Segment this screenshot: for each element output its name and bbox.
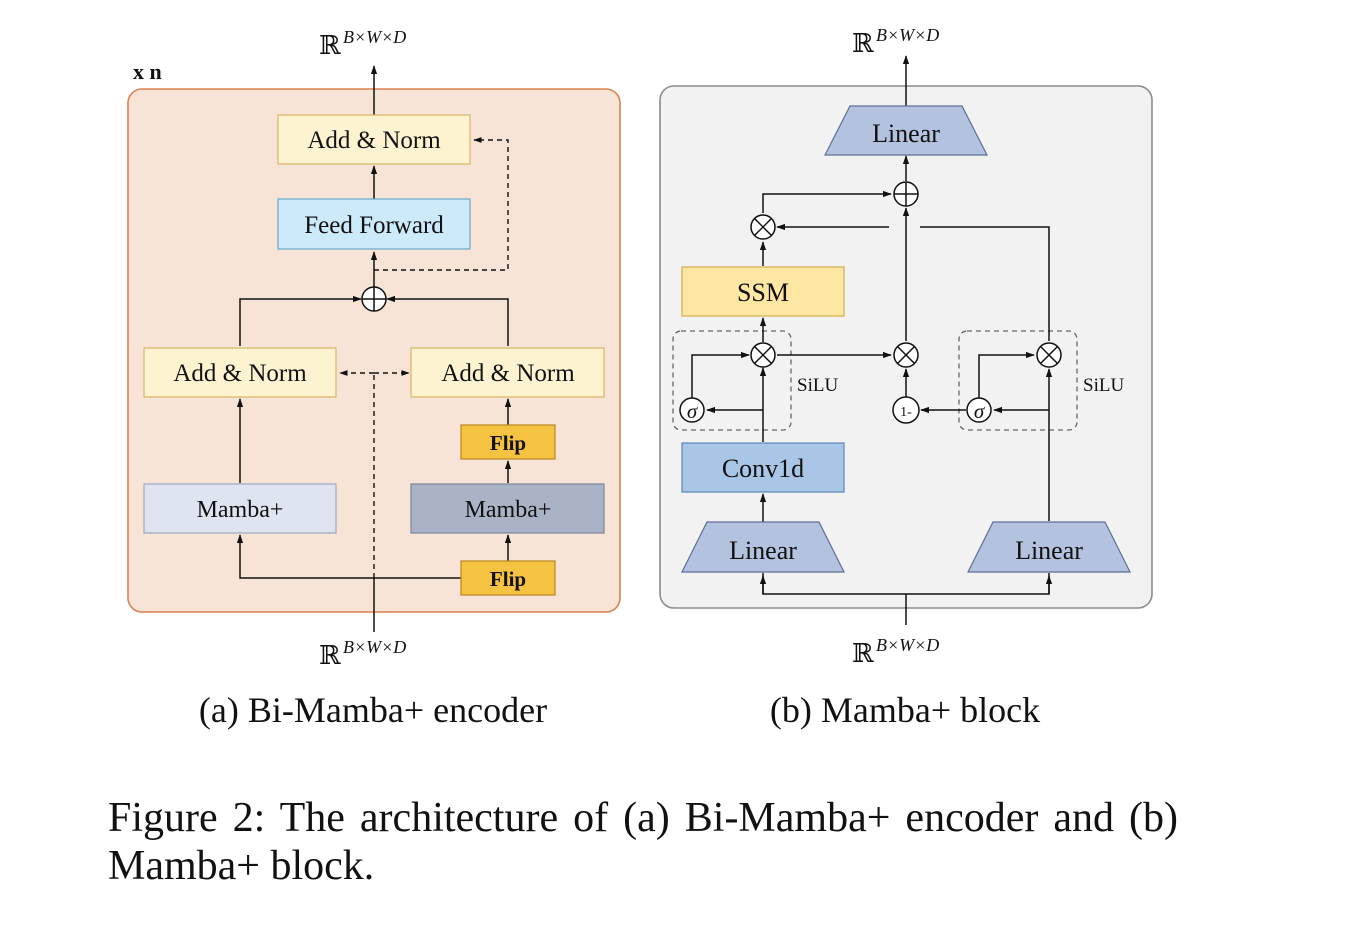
panel-b-mamba-block: ℝ B×W×D ℝ B×W×D SiLU SiLU [659,25,1153,730]
silu-left-label: SiLU [797,375,838,396]
flip-bottom-block: Flip [460,560,556,596]
svg-text:Linear: Linear [729,536,797,565]
add-norm-top: Add & Norm [277,114,471,165]
add-circle [361,286,387,312]
silu-left-group [672,330,792,431]
shape-base: ℝ [319,641,341,670]
panel-a-connectors [236,65,512,632]
svg-text:Flip: Flip [490,567,526,591]
shape-base: ℝ [852,639,874,668]
shape-base: ℝ [852,29,874,58]
mamba-right-block: Mamba+ [410,483,605,534]
svg-text:Linear: Linear [872,119,940,148]
svg-text:Flip: Flip [490,431,526,455]
multiply-circle-top [750,214,776,240]
panel-a-input-shape: ℝ B×W×D [319,637,406,670]
ssm-block: SSM [681,266,845,317]
svg-text:Linear: Linear [1015,536,1083,565]
svg-text:σ: σ [974,399,986,423]
sigma-right-circle: σ [966,397,992,423]
svg-text:Feed Forward: Feed Forward [304,212,444,239]
flip-top-block: Flip [460,424,556,460]
shape-exponent: B×W×D [343,27,406,47]
shape-exponent: B×W×D [343,637,406,657]
svg-text:Add & Norm: Add & Norm [441,360,575,387]
svg-text:Add & Norm: Add & Norm [173,360,307,387]
panel-b-output-shape: ℝ B×W×D [852,25,939,58]
panel-a-bi-mamba-encoder: x n ℝ B×W×D ℝ B×W×D [127,27,621,730]
architecture-diagram: x n ℝ B×W×D ℝ B×W×D [127,25,1153,730]
panel-a-subcaption: (a) Bi-Mamba+ encoder [199,690,547,730]
multiply-circle-left [750,342,776,368]
svg-text:Mamba+: Mamba+ [465,497,552,523]
one-minus-circle: 1- [892,396,920,424]
sigma-left-circle: σ [679,397,705,423]
multiply-circle-middle [893,342,919,368]
shape-base: ℝ [319,31,341,60]
linear-right-block: Linear [967,521,1131,573]
add-norm-left: Add & Norm [143,347,337,398]
linear-top-block: Linear [824,105,988,156]
mamba-left-block: Mamba+ [143,483,337,534]
panel-b-subcaption: (b) Mamba+ block [770,690,1040,730]
add-circle [893,181,919,207]
svg-text:SSM: SSM [737,278,789,307]
svg-text:1-: 1- [900,405,912,420]
panel-b-connectors [691,55,1053,625]
linear-left-block: Linear [681,521,845,573]
svg-text:σ: σ [687,399,699,423]
svg-text:Mamba+: Mamba+ [197,497,284,523]
multiply-circle-right [1036,342,1062,368]
add-norm-right: Add & Norm [410,347,605,398]
feed-forward-block: Feed Forward [277,198,471,250]
silu-right-label: SiLU [1083,375,1124,396]
conv1d-block: Conv1d [681,442,845,493]
panel-a-output-shape: ℝ B×W×D [319,27,406,60]
panel-a-dashed-connectors [339,137,509,578]
shape-exponent: B×W×D [876,635,939,655]
svg-text:Conv1d: Conv1d [722,454,804,483]
panel-b-input-shape: ℝ B×W×D [852,635,939,668]
silu-right-group [958,330,1078,431]
shape-exponent: B×W×D [876,25,939,45]
figure-caption: Figure 2: The architecture of (a) Bi-Mam… [108,795,1178,889]
repeat-label: x n [133,59,162,84]
svg-text:Add & Norm: Add & Norm [307,127,441,154]
